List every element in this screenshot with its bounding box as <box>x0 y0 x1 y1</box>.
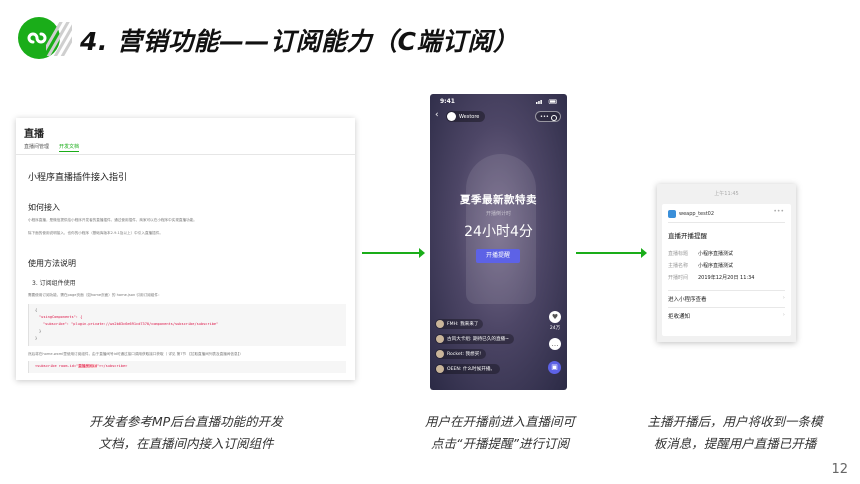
reject-notification-link[interactable]: 拒收通知› <box>668 312 785 320</box>
decorative-stripes <box>46 22 72 56</box>
message-row: 直播标题小程序直播测试 <box>668 251 734 257</box>
comment-item: Rocket: 我想买! <box>435 349 487 359</box>
doc-heading: 小程序直播插件接入指引 <box>28 173 128 183</box>
flow-arrow-1 <box>362 248 425 258</box>
message-title: 直播开播提醒 <box>668 232 707 240</box>
store-name: Westore <box>459 113 480 120</box>
code-line-wxml: <subscribe room-id="直播房间id"></subscribe> <box>35 364 127 369</box>
back-icon[interactable]: ‹ <box>435 110 439 120</box>
more-dots-icon[interactable]: ••• <box>773 208 784 215</box>
code-block-json: { "usingComponents": { "subscribe": "plu… <box>28 304 346 346</box>
doc-paragraph-1: 小程序直播，是微信提供给小程序开发者的直播插件。通过使用插件，商家可以在小程序中… <box>28 218 197 222</box>
doc-paragraph-3: 需要使用订阅功能，需在page页面（如home页面）的 home.json 引用… <box>28 293 162 297</box>
comment-avatar <box>436 365 444 373</box>
message-row: 主播名称小程序直播测试 <box>668 263 734 269</box>
remind-button[interactable]: 开播提醒 <box>476 249 520 263</box>
caption-right: 主播开播后，用户将收到一条模 板消息，提醒用户直播已开播 <box>647 414 823 451</box>
comment-bubble-icon[interactable]: … <box>549 338 561 350</box>
chevron-right-icon: › <box>782 295 785 301</box>
divider <box>668 222 785 223</box>
shopping-bag-icon[interactable]: ▣ <box>548 361 561 374</box>
doc-section-usage: 使用方法说明 <box>28 259 76 268</box>
comment-item: 古风大卡组: 期待已久的直播~ <box>435 334 514 344</box>
message-app: weapp_test02 <box>668 210 714 218</box>
comment-avatar <box>436 335 444 343</box>
doc-paragraph-2: 除下面的使用说明接入，也你的小程序（基础库版本2.9.1及以上）中引入直播插件。 <box>28 231 163 235</box>
live-headline: 夏季最新款特卖 <box>460 194 537 206</box>
comment-item: OEEN: 什么时候开播。 <box>435 364 501 374</box>
live-room-phone-screen: 9:41 ‹ Westore ••• 夏季最新款特卖 开播倒计时 24小时4分 … <box>430 94 567 390</box>
caption-middle: 用户在开播前进入直播间可 点击“开播提醒”进行订阅 <box>424 414 575 451</box>
comment-item: FMH: 我来来了 <box>435 319 484 329</box>
divider <box>16 154 355 155</box>
chevron-right-icon: › <box>782 312 785 318</box>
code-line: } <box>35 336 38 340</box>
tab-dev-docs[interactable]: 开发文档 <box>59 144 80 152</box>
code-block-wxml: <subscribe room-id="直播房间id"></subscribe> <box>28 361 346 373</box>
more-dots-icon[interactable]: ••• <box>540 114 549 120</box>
store-avatar <box>447 112 456 121</box>
like-count: 24万 <box>549 326 561 331</box>
doc-subsection: 3. 订阅组件使用 <box>32 280 76 287</box>
code-line: } <box>39 329 42 333</box>
divider <box>668 290 785 291</box>
like-heart-icon[interactable]: ♥ <box>549 311 561 323</box>
divider <box>668 307 785 308</box>
page-number: 12 <box>831 462 848 477</box>
miniprogram-capsule[interactable]: ••• <box>535 111 561 122</box>
template-message-card[interactable]: weapp_test02 ••• 直播开播提醒 直播标题小程序直播测试 主播名称… <box>662 204 791 336</box>
code-line: "usingComponents": { <box>39 315 83 319</box>
comment-avatar <box>436 320 444 328</box>
app-name: weapp_test02 <box>679 211 715 217</box>
template-message-screen: 上午11:45 weapp_test02 ••• 直播开播提醒 直播标题小程序直… <box>657 184 796 342</box>
code-tag-close: "></subscribe> <box>96 364 128 368</box>
caption-left: 开发者参考MP后台直播功能的开发 文档，在直播间内接入订阅组件 <box>89 414 283 451</box>
host-silhouette <box>466 154 536 304</box>
open-miniprogram-link[interactable]: 进入小程序查看› <box>668 295 785 303</box>
dev-doc-screenshot: 直播 直播间管理 开发文档 小程序直播插件接入指引 如何接入 小程序直播，是微信… <box>16 118 355 380</box>
status-signal-icon <box>536 99 557 104</box>
comment-avatar <box>436 350 444 358</box>
code-line: { <box>35 308 38 312</box>
tab-room-management[interactable]: 直播间管理 <box>24 144 50 150</box>
doc-paragraph-4: 然后将在home.wxml里使用订阅组件，由于直播间号id可通过接口调用获取接口… <box>28 352 243 356</box>
doc-title: 直播 <box>24 129 44 140</box>
countdown-label: 开播倒计时 <box>485 211 511 217</box>
code-tag-open: <subscribe room-id=" <box>35 364 79 368</box>
message-time: 上午11:45 <box>714 191 739 197</box>
flow-arrow-2 <box>576 248 647 258</box>
doc-tabs: 直播间管理 开发文档 <box>24 143 80 152</box>
store-badge[interactable]: Westore <box>446 111 486 122</box>
code-room-id: 直播房间id <box>78 364 97 368</box>
close-circle-icon[interactable] <box>551 114 557 121</box>
code-line: "subscribe": "plugin-private://wx2b03c6e… <box>43 322 219 326</box>
countdown-value: 24小时4分 <box>464 224 533 240</box>
app-icon <box>668 210 676 218</box>
doc-section-how: 如何接入 <box>28 203 60 212</box>
page-title: 4. 营销功能——订阅能力（C端订阅） <box>80 27 519 56</box>
status-time: 9:41 <box>440 98 455 105</box>
